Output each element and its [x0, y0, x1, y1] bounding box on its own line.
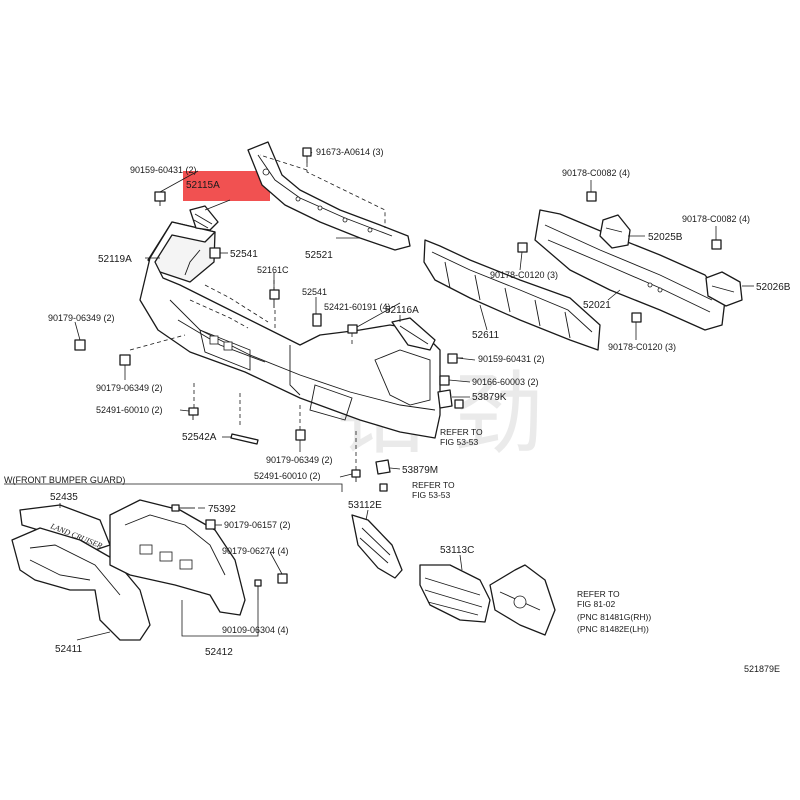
label-90109-06304[interactable]: 90109-06304 (4) [222, 625, 289, 635]
grille-53113c[interactable] [419, 564, 491, 623]
label-52435[interactable]: 52435 [50, 492, 78, 503]
label-90178-c0120-b[interactable]: 90178-C0120 (3) [608, 342, 676, 352]
callout-labels: 90159-60431 (2) 52115A 91673-A0614 (3) 5… [4, 147, 791, 674]
nut-90178-c0082-right[interactable] [711, 239, 722, 250]
refer-fig-label[interactable]: FIG 53-53 [440, 437, 479, 447]
bracket-52025b[interactable] [599, 214, 631, 249]
label-52491-60010-left[interactable]: 52491-60010 (2) [96, 405, 163, 415]
grille-53112e[interactable] [351, 514, 403, 579]
bumper-cover-52119a[interactable] [139, 221, 441, 439]
bolt-52161c[interactable] [269, 289, 280, 308]
label-52421-60191[interactable]: 52421-60191 (4) [324, 302, 391, 312]
reinforcement-52021[interactable] [534, 209, 726, 331]
bolt-90109-06304[interactable] [254, 579, 262, 600]
fog-lamp-bracket[interactable] [489, 564, 556, 636]
label-52021[interactable]: 52021 [583, 300, 611, 311]
label-90178-c0120-a[interactable]: 90178-C0120 (3) [490, 270, 558, 280]
nut-52421-60191[interactable] [347, 324, 358, 334]
label-90178-c0082-top[interactable]: 90178-C0082 (4) [562, 168, 630, 178]
label-52025b[interactable]: 52025B [648, 232, 683, 243]
nut-90179-06274[interactable] [277, 573, 288, 584]
guard-panel-52435[interactable] [19, 504, 111, 551]
nut-90178-c0082-top[interactable] [586, 191, 597, 202]
guard-group-bracket [4, 483, 343, 492]
label-90179-06349-bottom[interactable]: 90179-06349 (2) [266, 455, 333, 465]
label-52161c[interactable]: 52161C [257, 265, 289, 275]
leader-lines [59, 151, 754, 641]
clip-90179-06349-left[interactable] [74, 339, 86, 351]
refer-pnc-lh[interactable]: (PNC 81482E(LH)) [577, 624, 649, 634]
label-90179-06349-mid[interactable]: 90179-06349 (2) [96, 383, 163, 393]
clip-90179-06157[interactable] [205, 519, 216, 530]
guard-title: W(FRONT BUMPER GUARD) [4, 475, 125, 485]
refer-pnc-rh[interactable]: (PNC 81481G(RH)) [577, 612, 651, 622]
clip-52541-b[interactable] [312, 313, 322, 327]
label-53879m[interactable]: 53879M [402, 465, 438, 476]
screw-90159-60431-top[interactable] [154, 191, 166, 206]
label-52115a[interactable]: 52115A [186, 180, 220, 191]
highlight-box-52115a[interactable] [183, 171, 270, 201]
label-52611[interactable]: 52611 [472, 330, 500, 341]
screw-75392[interactable] [171, 504, 195, 512]
absorber-52611[interactable] [423, 239, 601, 351]
label-90159-60431-top[interactable]: 90159-60431 (2) [130, 165, 197, 175]
label-90178-c0082-right[interactable]: 90178-C0082 (4) [682, 214, 750, 224]
refer-label[interactable]: REFER TO [412, 480, 455, 490]
label-53879k[interactable]: 53879K [472, 392, 507, 403]
label-90166-60003[interactable]: 90166-60003 (2) [472, 377, 539, 387]
bracket-52116a[interactable] [391, 317, 436, 351]
bracket-52026b[interactable] [705, 271, 743, 307]
label-52541-b[interactable]: 52541 [302, 287, 327, 297]
label-90179-06274[interactable]: 90179-06274 (4) [222, 546, 289, 556]
screw-52491-60010-left[interactable] [188, 407, 199, 420]
upper-retainer-52521[interactable] [247, 141, 411, 251]
guard-frame-52411[interactable] [11, 527, 151, 641]
label-52411[interactable]: 52411 [55, 644, 83, 655]
refer-fig-label[interactable]: FIG 81-02 [577, 599, 616, 609]
label-53113c[interactable]: 53113C [440, 545, 474, 556]
label-75392[interactable]: 75392 [208, 504, 236, 515]
label-52491-60010-bottom[interactable]: 52491-60010 (2) [254, 471, 321, 481]
clip-90179-06349-bottom[interactable] [295, 429, 306, 441]
label-90179-06349-left[interactable]: 90179-06349 (2) [48, 313, 115, 323]
nut-90178-c0120-a[interactable] [517, 242, 528, 253]
label-90179-06157[interactable]: 90179-06157 (2) [224, 520, 291, 530]
refer-label[interactable]: REFER TO [577, 589, 620, 599]
seal-53879m[interactable] [375, 459, 391, 475]
diagram-code: 521879E [744, 664, 780, 674]
label-52541-a[interactable]: 52541 [230, 249, 258, 260]
bracket-52115a[interactable] [189, 205, 219, 231]
label-52542a[interactable]: 52542A [182, 432, 217, 443]
label-52119a[interactable]: 52119A [98, 254, 132, 265]
label-52116a[interactable]: 52116A [385, 305, 419, 316]
clip-90166-60003[interactable] [439, 375, 450, 386]
nut-90178-c0120-b[interactable] [631, 312, 642, 323]
seal-53879k[interactable] [437, 389, 453, 409]
screw-52491-60010-bottom[interactable] [351, 469, 361, 482]
refer-label[interactable]: REFER TO [440, 427, 483, 437]
label-52412[interactable]: 52412 [205, 647, 233, 658]
refer-fig-label[interactable]: FIG 53-53 [412, 490, 451, 500]
label-91673-a0614[interactable]: 91673-A0614 (3) [316, 147, 384, 157]
clip-52541-a[interactable] [209, 247, 221, 259]
strip-52542a[interactable] [230, 433, 259, 445]
label-52521[interactable]: 52521 [305, 250, 333, 261]
label-53112e[interactable]: 53112E [348, 500, 382, 511]
clip-90179-06349-mid[interactable] [119, 354, 131, 366]
label-90159-60431-right[interactable]: 90159-60431 (2) [478, 354, 545, 364]
label-52026b[interactable]: 52026B [756, 282, 791, 293]
clip-91673-a0614[interactable] [302, 147, 312, 163]
